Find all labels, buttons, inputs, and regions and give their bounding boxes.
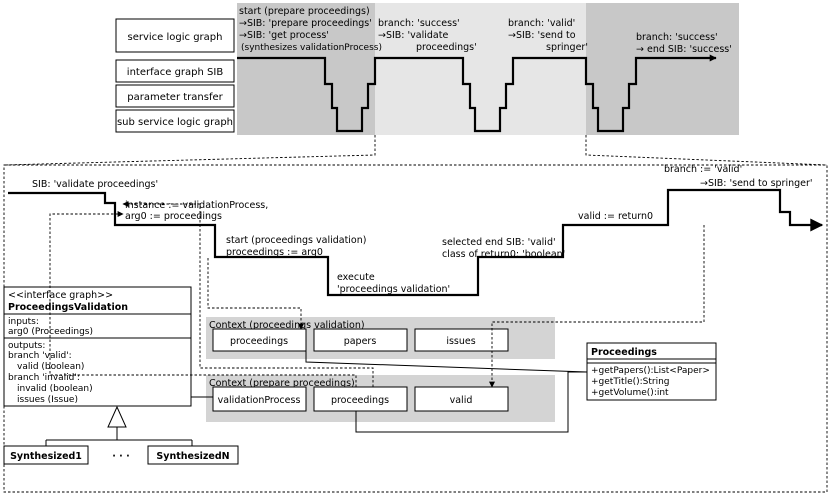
context-prepare-field-validationprocess: validationProcess — [218, 395, 301, 406]
synthesized-1-box — [3, 445, 89, 465]
interface-stereotype: <<interface graph>> — [8, 290, 113, 301]
interface-output-valid: valid (boolean) — [17, 362, 84, 372]
svg-text:→ end SIB: 'success': → end SIB: 'success' — [636, 44, 732, 55]
detail-sib-title: SIB: 'validate proceedings' — [32, 179, 158, 190]
context-prepare-field-valid-box — [414, 386, 509, 412]
interface-outputs-label: outputs: — [8, 341, 45, 351]
context-prepare-title: Context (prepare proceedings) — [209, 378, 355, 389]
context-validation-field-papers: papers — [344, 336, 377, 347]
context-prepare-field-valid: valid — [450, 395, 473, 406]
legend-box-parameter-transfer — [115, 84, 235, 108]
interface-input-arg0: arg0 (Proceedings) — [8, 327, 93, 337]
legend-box-service-logic-graph — [115, 18, 235, 53]
legend-parameter-transfer: parameter transfer — [127, 92, 223, 103]
proceedings-class-name: Proceedings — [591, 347, 657, 358]
svg-text:start (proceedings validation): start (proceedings validation) — [226, 235, 366, 246]
svg-text:proceedings': proceedings' — [416, 42, 477, 53]
top-branch-success-label: branch: 'success' →SIB: 'validate procee… — [378, 18, 477, 53]
synthesized-1-label: Synthesized1 — [10, 451, 82, 462]
svg-text:start (prepare proceedings): start (prepare proceedings) — [239, 6, 370, 17]
interface-name: ProceedingsValidation — [8, 302, 128, 313]
svg-text:→SIB: 'prepare proceedings': →SIB: 'prepare proceedings' — [239, 18, 372, 29]
inheritance-triangle — [107, 405, 127, 428]
top-flow-line — [237, 54, 717, 133]
svg-text:selected end SIB: 'valid': selected end SIB: 'valid' — [442, 237, 556, 248]
legend-interface-graph-sib: interface graph SIB — [127, 67, 224, 78]
svg-text:branch := 'valid': branch := 'valid' — [664, 164, 742, 175]
legend-service-logic-graph: service logic graph — [128, 32, 223, 43]
detail-execute-label: execute 'proceedings validation' — [337, 272, 450, 295]
synthesized-n-label: SynthesizedN — [156, 451, 229, 462]
top-start-label: start (prepare proceedings) →SIB: 'prepa… — [239, 6, 382, 53]
svg-text:springer': springer' — [546, 42, 588, 53]
class-link-prepare — [355, 371, 587, 433]
context-validation-field-papers-box — [313, 328, 408, 352]
top-branch-end-label: branch: 'success' → end SIB: 'success' — [636, 32, 732, 55]
interface-output-branch-invalid: branch 'invalid': — [8, 373, 80, 383]
detail-frame — [3, 164, 828, 493]
interface-output-invalid: invalid (boolean) — [17, 384, 93, 394]
svg-text:→SIB: 'validate: →SIB: 'validate — [378, 30, 448, 41]
class-link-validation — [305, 340, 588, 373]
proceedings-method-getpapers: +getPapers():List<Paper> — [591, 366, 710, 376]
zoom-connector-right — [585, 135, 828, 166]
detail-instance-assign: instance := validationProcess, — [125, 200, 268, 211]
svg-text:→SIB: 'send to: →SIB: 'send to — [508, 30, 576, 41]
context-validation-field-proceedings: proceedings — [230, 336, 288, 347]
top-region-prepare — [237, 3, 375, 135]
svg-text:→SIB: 'send to springer': →SIB: 'send to springer' — [700, 178, 813, 189]
context-prepare-field-proceedings: proceedings — [331, 395, 389, 406]
zoom-connector-left — [3, 135, 376, 166]
legend-box-interface-graph-sib — [115, 59, 235, 83]
detail-valid-assign: valid := return0 — [578, 211, 653, 222]
interface-inputs-label: inputs: — [8, 317, 39, 327]
svg-text:proceedings := arg0: proceedings := arg0 — [226, 247, 323, 258]
context-validation-field-issues: issues — [446, 336, 475, 347]
top-branch-valid-label: branch: 'valid' →SIB: 'send to springer' — [508, 18, 588, 53]
synthesized-ellipsis: · · · — [112, 451, 129, 462]
detail-start-label: start (proceedings validation) proceedin… — [226, 235, 366, 258]
interface-output-issues: issues (Issue) — [17, 395, 78, 405]
proceedings-method-gettitle: +getTitle():String — [591, 377, 670, 387]
synthesized-n-box — [147, 445, 239, 465]
proceedings-method-getvolume: +getVolume():int — [591, 388, 669, 398]
top-region-validate — [375, 3, 586, 135]
legend-sub-service-logic-graph: sub service logic graph — [117, 117, 233, 128]
svg-text:branch: 'valid': branch: 'valid' — [508, 18, 575, 29]
svg-text:class of return0: 'boolean': class of return0: 'boolean' — [442, 249, 565, 260]
svg-text:(synthesizes validationProcess: (synthesizes validationProcess) — [241, 43, 382, 53]
svg-text:branch: 'success': branch: 'success' — [378, 18, 460, 29]
detail-arg0-assign: arg0 := proceedings — [125, 211, 222, 222]
detail-flow-line — [8, 188, 824, 297]
context-validation-field-issues-box — [414, 328, 509, 352]
svg-text:branch: 'success': branch: 'success' — [636, 32, 718, 43]
detail-branch-label: branch := 'valid' →SIB: 'send to springe… — [664, 164, 813, 189]
detail-end-label: selected end SIB: 'valid' class of retur… — [442, 237, 565, 260]
context-validation-title: Context (proceedings validation) — [209, 320, 365, 331]
interface-output-branch-valid: branch 'valid': — [8, 351, 72, 361]
svg-text:'proceedings validation': 'proceedings validation' — [337, 284, 450, 295]
interface-graph-box — [3, 286, 192, 407]
legend-box-sub-service-logic-graph — [115, 109, 235, 133]
top-region-send — [586, 3, 739, 135]
inheritance-lines — [45, 427, 193, 446]
svg-text:execute: execute — [337, 272, 375, 283]
context-prepare-field-proceedings-box — [313, 386, 408, 412]
context-prepare-field-validationprocess-box — [212, 386, 307, 412]
param-valid-arrow — [489, 225, 705, 388]
svg-text:→SIB: 'get process': →SIB: 'get process' — [239, 30, 329, 41]
param-proceedings-arrow — [207, 258, 304, 330]
